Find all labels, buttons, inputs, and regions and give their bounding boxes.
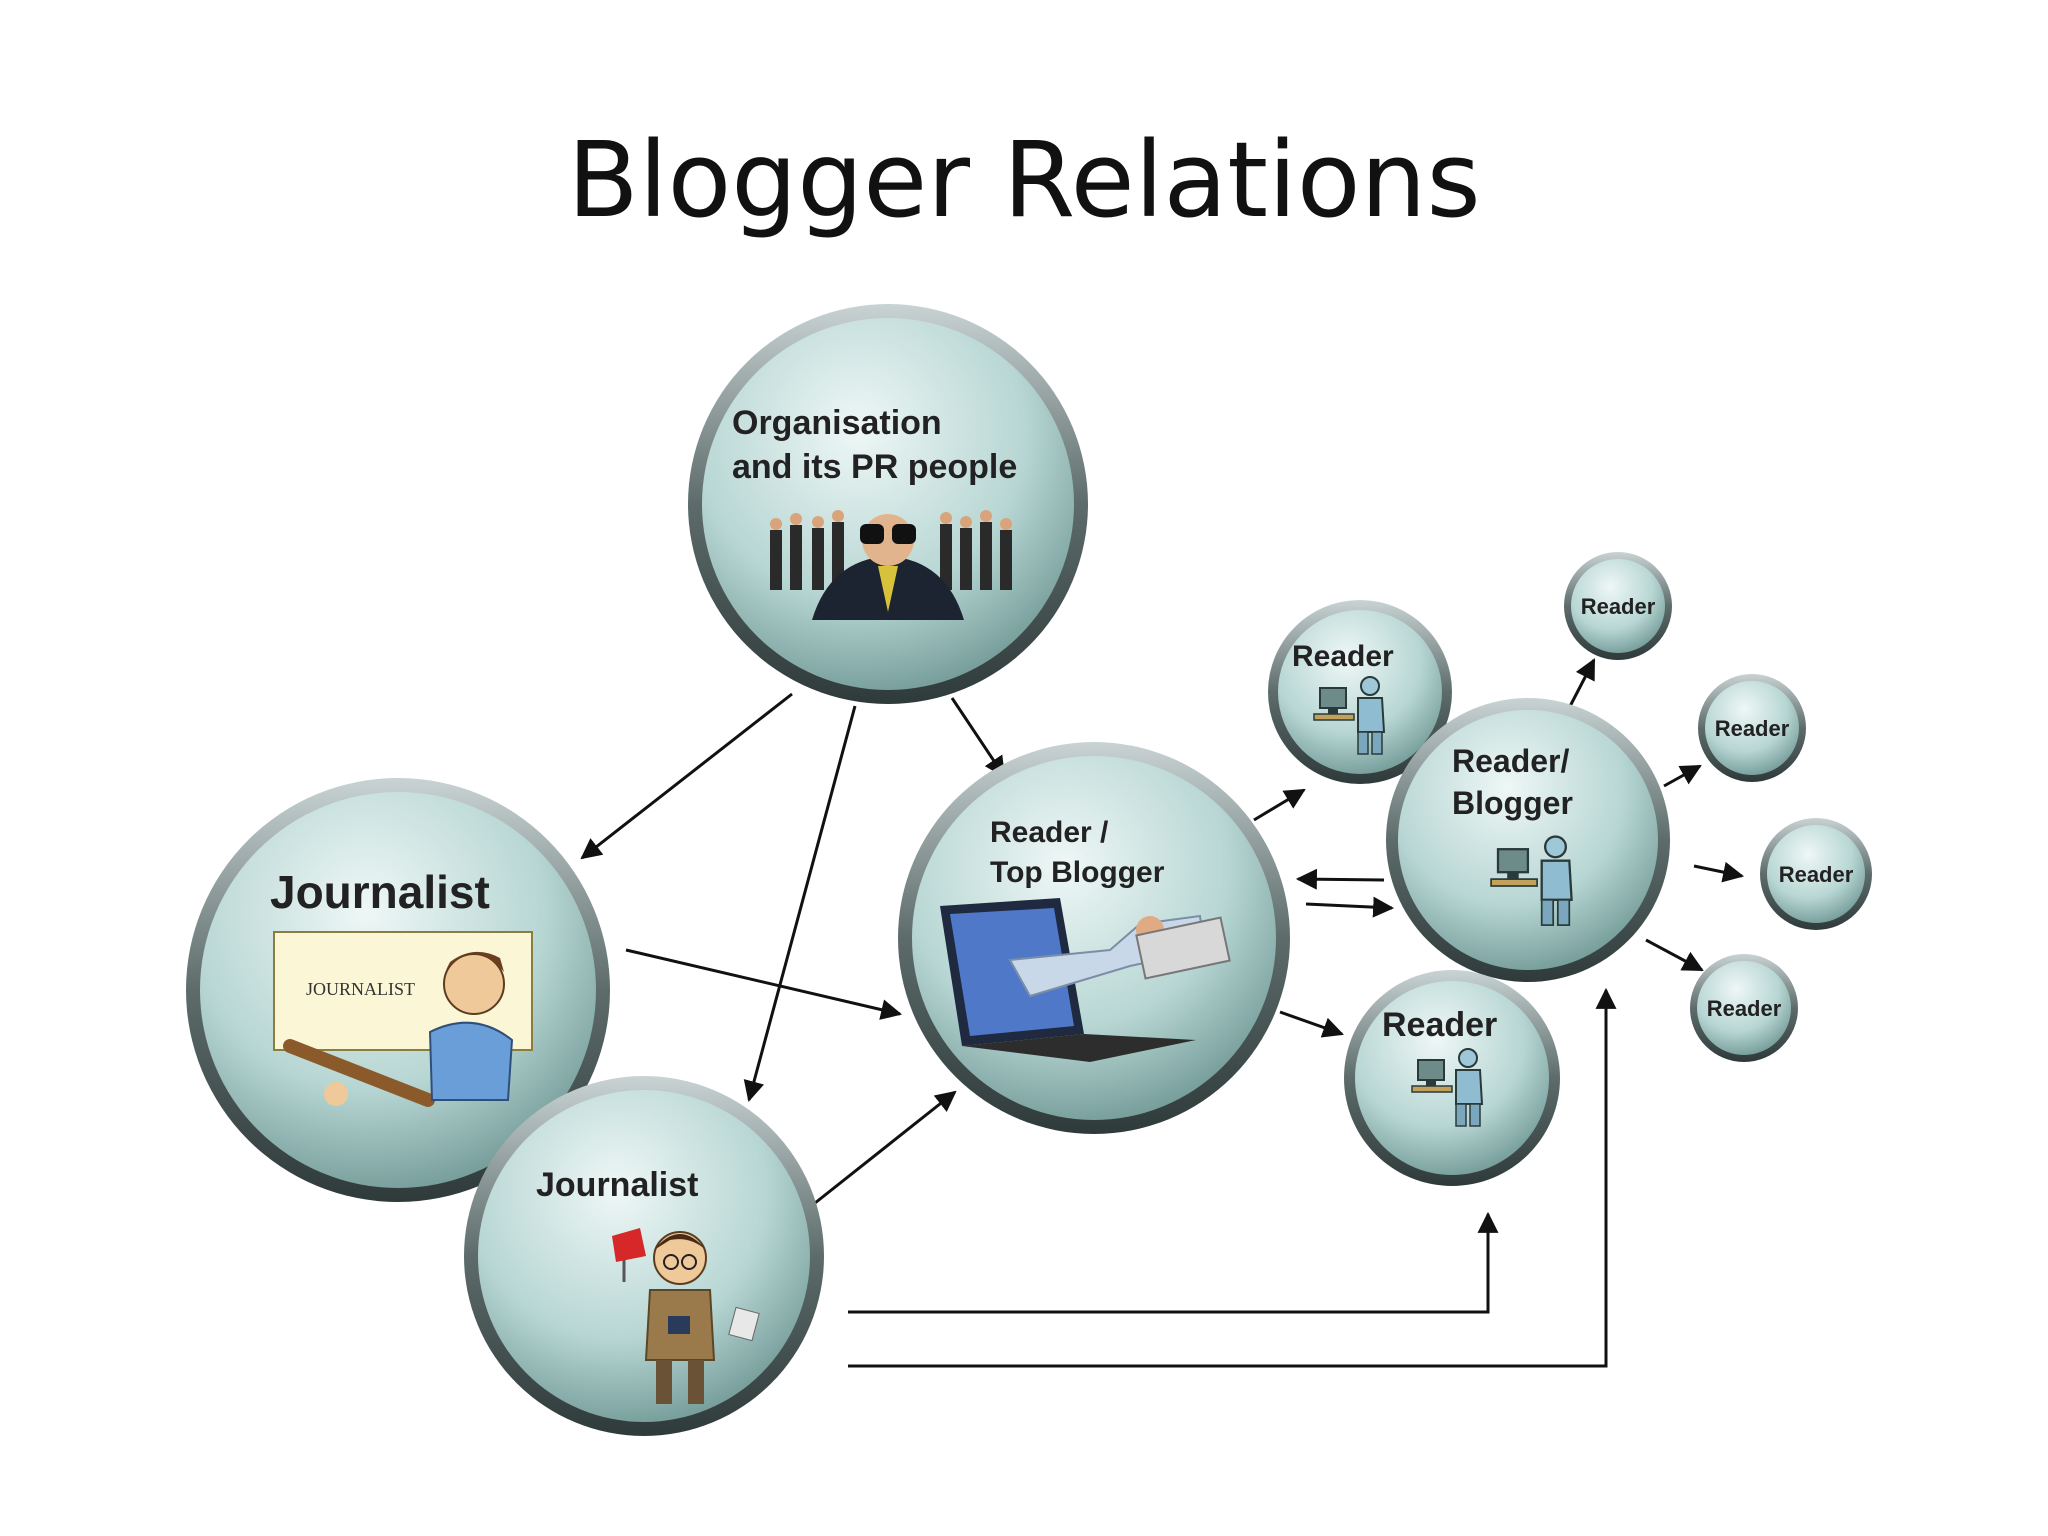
edge-top-blogger-reader-top [1253, 788, 1306, 822]
edge-journalist-1-top-blogger [625, 948, 903, 1020]
node-reader-blogger-label-line-2: Blogger [1452, 785, 1573, 821]
edge-reader-blogger-reader-small-3 [1693, 861, 1745, 883]
node-organisation: Organisation and its PR people [688, 304, 1088, 704]
node-reader-blogger-label-line-1: Reader/ [1452, 743, 1570, 779]
edge-top-blogger-reader-blogger [1305, 896, 1395, 918]
node-top-blogger-label-line-1: Reader / [990, 816, 1109, 849]
node-journalist-2-label: Journalist [536, 1166, 698, 1204]
edge-reader-blogger-reader-small-4 [1645, 938, 1704, 972]
edges [580, 658, 1745, 1368]
node-journalist-1: Journalist JOURNALIST [186, 778, 610, 1202]
node-reader-small-1-label: Reader [1581, 594, 1656, 619]
journalist-reporter-illustration [612, 1228, 760, 1404]
person-at-computer-icon [1313, 676, 1386, 755]
node-reader-small-4-label: Reader [1707, 996, 1782, 1021]
edge-journalist-2-top-blogger [814, 1090, 957, 1205]
node-top-blogger: Reader / Top Blogger [898, 742, 1290, 1134]
pr-team-binoculars-illustration [770, 510, 1012, 620]
node-reader-top-label: Reader [1292, 640, 1394, 673]
node-reader-small-2-label: Reader [1715, 716, 1790, 741]
node-reader-top: Reader [1268, 600, 1452, 784]
laptop-hand-card-illustration [940, 898, 1231, 1062]
node-reader-blogger: Reader/ Blogger [1386, 698, 1670, 982]
edge-reader-blogger-reader-small-2 [1663, 764, 1702, 788]
person-at-computer-icon [1411, 1048, 1484, 1127]
node-reader-small-4: Reader [1690, 954, 1798, 1062]
node-org-label-line-2: and its PR people [732, 448, 1017, 486]
node-journalist-1-label: Journalist [270, 866, 490, 918]
edge-reader-blogger-top-blogger [1295, 868, 1385, 890]
node-reader-bottom: Reader [1344, 970, 1560, 1186]
node-reader-small-3-label: Reader [1779, 862, 1854, 887]
node-reader-small-2: Reader [1698, 674, 1806, 782]
journalist-board-text: JOURNALIST [306, 979, 415, 999]
node-reader-small-3: Reader [1760, 818, 1872, 930]
edge-journalist-2-reader-blogger [848, 987, 1617, 1368]
edge-top-blogger-reader-bottom [1279, 1010, 1344, 1038]
node-org-label-line-1: Organisation [732, 404, 942, 442]
edge-journalist-2-reader-bottom [848, 1211, 1499, 1314]
person-at-computer-icon [1490, 835, 1573, 926]
edge-org-journalist-2 [743, 705, 857, 1103]
node-reader-bottom-label: Reader [1382, 1006, 1497, 1044]
edge-org-top-blogger [950, 697, 1006, 778]
journalist-writing-board-illustration: JOURNALIST [273, 931, 533, 1107]
edge-org-journalist-1 [580, 692, 793, 860]
node-top-blogger-label-line-2: Top Blogger [990, 856, 1165, 889]
node-reader-small-1: Reader [1564, 552, 1672, 660]
node-journalist-2: Journalist [464, 1076, 824, 1436]
slide-title: Blogger Relations [567, 119, 1481, 241]
